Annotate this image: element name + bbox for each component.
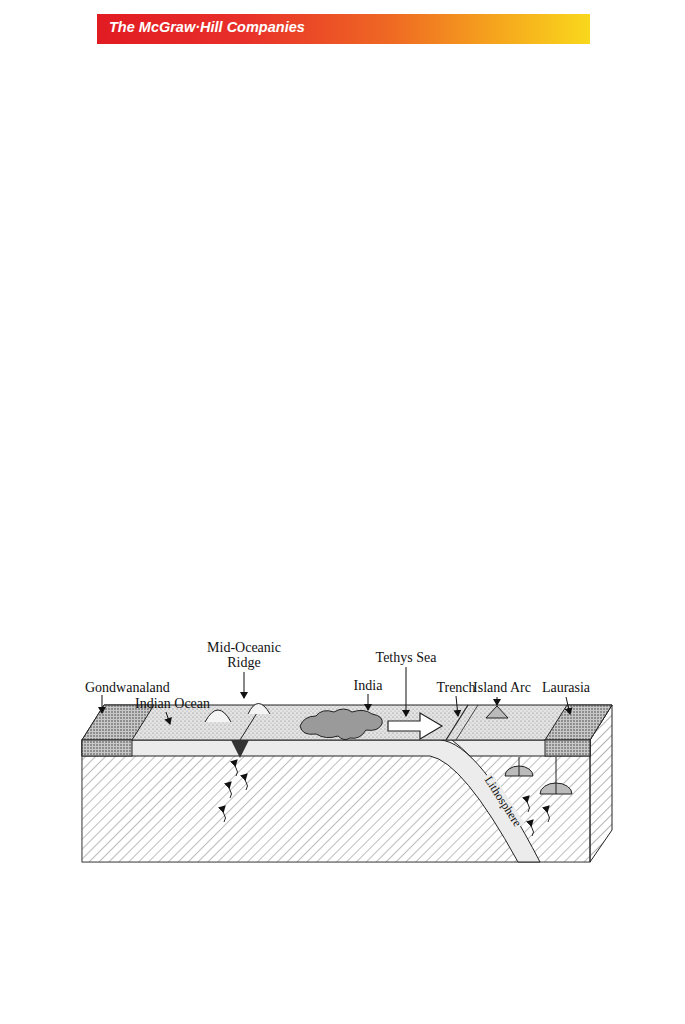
sea-label: Tethys Sea (376, 650, 437, 665)
ridge-label: Mid-Oceanic Ridge (196, 640, 292, 671)
trench-label: Trench (436, 680, 475, 695)
publisher-banner: The McGraw·Hill Companies (97, 14, 590, 44)
landmass-label: India (354, 678, 383, 693)
ocean-label: Indian Ocean (135, 696, 210, 711)
continent-label: Gondwanaland (85, 680, 170, 695)
continent-label: Laurasia (542, 680, 590, 695)
publisher-name: The McGraw·Hill Companies (97, 14, 590, 35)
arc-label: Island Arc (473, 680, 531, 695)
